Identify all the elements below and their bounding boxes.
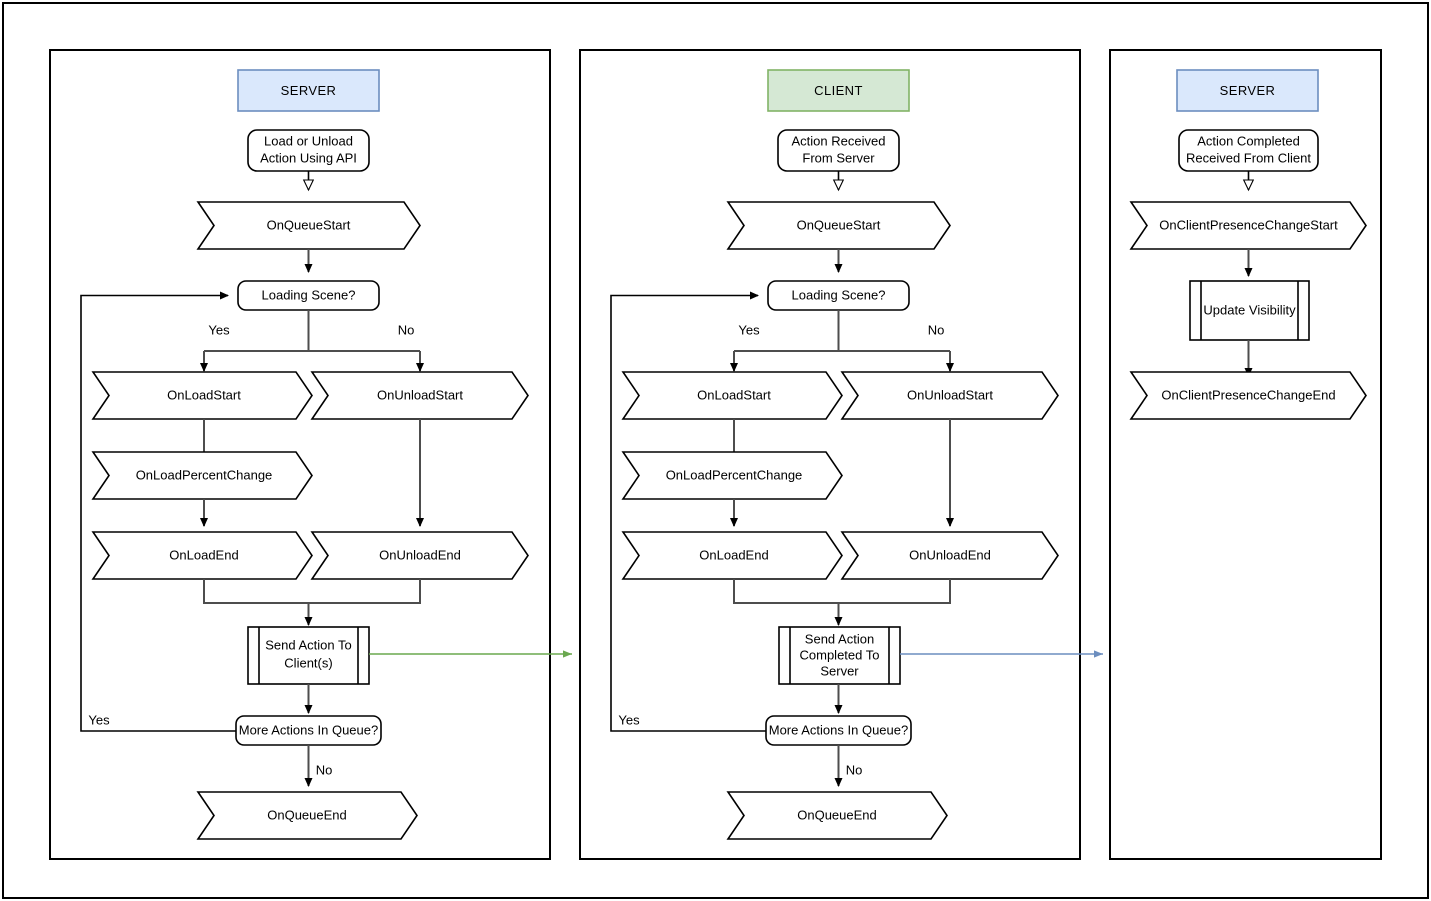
node-load-unload-action-line2: Action Using API	[260, 150, 357, 165]
node-loading-scene-decision-label: Loading Scene?	[262, 287, 356, 302]
node-onloadpercentchange	[91, 451, 313, 500]
node-action-completed-received-line1: Action Completed	[1197, 133, 1300, 148]
edge-label-client-exit-no: No	[846, 762, 863, 777]
lane-header-server-right	[1176, 69, 1319, 112]
node-onqueuestart	[196, 201, 421, 250]
node-client-onunloadend-label: OnUnloadEnd	[909, 547, 991, 562]
node-onunloadend-label: OnUnloadEnd	[379, 547, 461, 562]
edge-label-loop-yes: Yes	[88, 712, 110, 727]
node-send-action-completed-bars	[789, 627, 890, 684]
node-client-onloadend	[621, 531, 843, 580]
node-send-action-completed-line1: Send Action	[805, 631, 874, 646]
node-client-onqueueend	[726, 791, 948, 840]
node-action-completed-received-line2: Received From Client	[1186, 150, 1311, 165]
lane-header-server-left-label: SERVER	[281, 83, 337, 98]
node-send-action-to-clients-bars	[258, 627, 359, 684]
node-client-onqueuestart	[726, 201, 951, 250]
node-more-actions-decision-label: More Actions In Queue?	[239, 722, 378, 737]
edge-label-exit-no: No	[316, 762, 333, 777]
node-client-onloadstart-label: OnLoadStart	[697, 387, 771, 402]
node-client-onloadend-label: OnLoadEnd	[699, 547, 768, 562]
node-onunloadstart	[310, 371, 529, 420]
node-send-action-completed-line3: Server	[820, 663, 859, 678]
lane-header-server-left	[237, 69, 380, 112]
node-onclientpresencechangestart-label: OnClientPresenceChangeStart	[1159, 217, 1338, 232]
node-onloadpercentchange-label: OnLoadPercentChange	[136, 467, 273, 482]
node-client-loading-scene-decision-label: Loading Scene?	[792, 287, 886, 302]
node-onloadend-label: OnLoadEnd	[169, 547, 238, 562]
edge-label-client-loop-yes: Yes	[618, 712, 640, 727]
node-client-onloadpercentchange-label: OnLoadPercentChange	[666, 467, 803, 482]
node-send-action-to-clients	[247, 626, 370, 685]
edge-loop-back-yes	[80, 291, 236, 732]
edge-label-yes-loading: Yes	[208, 322, 230, 337]
node-update-visibility-bars	[1200, 281, 1299, 340]
node-onqueueend	[196, 791, 418, 840]
node-onloadstart-label: OnLoadStart	[167, 387, 241, 402]
edge-loading-split	[204, 310, 420, 352]
node-send-action-to-clients-line1: Send Action To	[265, 637, 352, 652]
node-onunloadstart-label: OnUnloadStart	[377, 387, 463, 402]
lane-header-client	[767, 69, 910, 112]
node-action-received-line1: Action Received	[792, 133, 886, 148]
node-client-onloadstart	[621, 371, 843, 420]
node-client-onqueuestart-label: OnQueueStart	[797, 217, 881, 232]
node-onqueuestart-label: OnQueueStart	[267, 217, 351, 232]
node-update-visibility-label: Update Visibility	[1203, 302, 1296, 317]
lane-header-server-right-label: SERVER	[1220, 83, 1276, 98]
node-client-onunloadend	[840, 531, 1059, 580]
node-onunloadend	[310, 531, 529, 580]
node-onloadstart	[91, 371, 313, 420]
node-client-onunloadstart-label: OnUnloadStart	[907, 387, 993, 402]
node-onclientpresencechangeend-label: OnClientPresenceChangeEnd	[1161, 387, 1335, 402]
node-client-onloadpercentchange	[621, 451, 843, 500]
lane-header-client-label: CLIENT	[814, 83, 863, 98]
edge-client-loop-back-yes	[610, 291, 766, 732]
node-onclientpresencechangeend	[1129, 371, 1367, 420]
edge-label-no-loading: No	[398, 322, 415, 337]
edge-label-client-yes-loading: Yes	[738, 322, 760, 337]
node-onloadend	[91, 531, 313, 580]
edge-client-merge-to-sendaction	[733, 579, 951, 604]
node-send-action-completed-line2: Completed To	[800, 647, 880, 662]
node-client-onqueueend-label: OnQueueEnd	[797, 807, 877, 822]
edge-label-client-no-loading: No	[928, 322, 945, 337]
node-send-action-to-clients-line2: Client(s)	[284, 655, 332, 670]
node-client-onunloadstart	[840, 371, 1059, 420]
node-onclientpresencechangestart	[1129, 201, 1367, 250]
node-load-unload-action-line1: Load or Unload	[264, 133, 353, 148]
node-client-more-actions-decision-label: More Actions In Queue?	[769, 722, 908, 737]
edge-merge-to-sendaction	[203, 579, 421, 604]
node-onqueueend-label: OnQueueEnd	[267, 807, 347, 822]
node-action-received-line2: From Server	[802, 150, 875, 165]
edge-client-loading-split	[734, 310, 950, 352]
node-update-visibility	[1189, 280, 1310, 341]
